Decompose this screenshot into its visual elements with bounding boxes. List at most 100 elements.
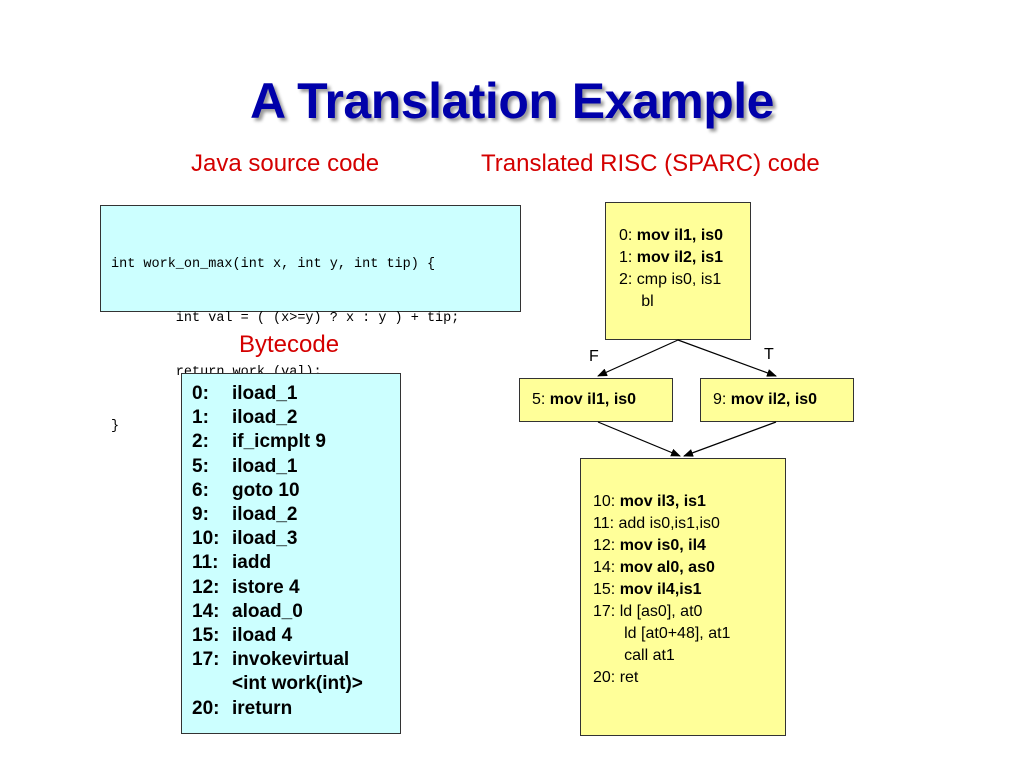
sparc-instruction-row: bl <box>619 291 750 313</box>
sparc-instruction-row: 0: mov il1, is0 <box>619 225 750 247</box>
bytecode-offset: 5: <box>192 455 209 477</box>
bytecode-row: 1: iload_2 <box>192 406 400 430</box>
sparc-instruction: mov il1, is0 <box>549 391 637 408</box>
bytecode-offset: 17: <box>192 649 220 671</box>
bytecode-offset: 12: <box>192 576 220 598</box>
bytecode-instruction: iload_3 <box>232 528 298 550</box>
bytecode-instruction: istore 4 <box>232 576 300 598</box>
java-line: int work_on_max(int x, int y, int tip) { <box>111 257 436 272</box>
bytecode-row: <int work(int)> <box>192 672 400 696</box>
sparc-instruction: call at1 <box>624 647 675 664</box>
sparc-instruction: add is0,is1,is0 <box>618 515 720 532</box>
bytecode-offset: 9: <box>192 504 209 526</box>
sparc-instruction-row: 1: mov il2, is1 <box>619 247 750 269</box>
bytecode-offset: 6: <box>192 479 209 501</box>
bytecode-row: 20: ireturn <box>192 697 400 721</box>
bytecode-row: 10: iload_3 <box>192 527 400 551</box>
arrow-to-block-9 <box>677 339 777 377</box>
sparc-instruction-row: 2: cmp is0, is1 <box>619 269 750 291</box>
sparc-label: 17: <box>593 603 620 620</box>
sparc-label: 11: <box>593 515 619 532</box>
bytecode-offset: 11: <box>192 552 219 574</box>
bytecode-instruction: iload_1 <box>232 383 298 404</box>
sparc-instruction-row: 12: mov is0, il4 <box>593 535 785 557</box>
sparc-instruction-row: 20: ret <box>593 667 785 689</box>
sparc-instruction: mov il3, is1 <box>619 493 706 510</box>
sparc-block-9: 9: mov il2, is0 <box>700 378 854 422</box>
sparc-instruction: ret <box>619 669 639 686</box>
true-branch-label: T <box>764 346 774 363</box>
sparc-instruction: ld [as0], at0 <box>619 603 703 620</box>
bytecode-box: 0: iload_1 1: iload_2 2: if_icmplt 9 5: iload_1… <box>181 373 401 734</box>
sparc-instruction: mov il4,is1 <box>619 581 702 598</box>
bytecode-instruction: goto 10 <box>232 479 300 501</box>
sparc-instruction: bl <box>641 293 654 310</box>
sparc-label: 14: <box>593 559 620 576</box>
sparc-label: 12: <box>593 537 620 554</box>
sparc-instruction-row: ld [at0+48], at1 <box>593 623 785 645</box>
sparc-block-5: 5: mov il1, is0 <box>519 378 673 422</box>
bytecode-row: 9: iload_2 <box>192 503 400 527</box>
sparc-label: 15: <box>593 581 620 598</box>
bytecode-instruction: iadd <box>232 552 272 574</box>
arrow-9-to-block-10 <box>683 421 777 457</box>
bytecode-instruction: if_icmplt 9 <box>232 431 326 453</box>
java-line: int val = ( (x>=y) ? x : y ) + tip; <box>111 311 460 326</box>
bytecode-instruction: ireturn <box>232 697 293 719</box>
bytecode-row: 17: invokevirtual <box>192 648 400 672</box>
java-line: } <box>111 419 120 434</box>
sparc-instruction-row: 14: mov al0, as0 <box>593 557 785 579</box>
sparc-label: 0: <box>619 227 637 244</box>
bytecode-offset: 10: <box>192 528 220 550</box>
bytecode-row: 15: iload 4 <box>192 624 400 648</box>
bytecode-instruction: iload_1 <box>232 455 298 477</box>
sparc-instruction-row: 5: mov il1, is0 <box>532 389 672 411</box>
bytecode-row: 14: aload_0 <box>192 600 400 624</box>
bytecode-instruction: <int work(int)> <box>232 673 363 695</box>
sparc-instruction: mov is0, il4 <box>619 537 706 554</box>
sparc-instruction-row: 11: add is0,is1,is0 <box>593 513 785 535</box>
sparc-instruction: ld [at0+48], at1 <box>624 625 731 642</box>
bytecode-heading: Bytecode <box>239 331 340 358</box>
sparc-instruction-row: 9: mov il2, is0 <box>713 389 853 411</box>
sparc-label: 20: <box>593 669 620 686</box>
bytecode-offset: 1: <box>192 407 209 429</box>
bytecode-instruction: aload_0 <box>232 600 303 622</box>
sparc-instruction-row: 17: ld [as0], at0 <box>593 601 785 623</box>
sparc-instruction: mov il2, is0 <box>730 391 818 408</box>
bytecode-instruction: invokevirtual <box>232 649 350 671</box>
sparc-instruction-row: 10: mov il3, is1 <box>593 491 785 513</box>
sparc-label: 1: <box>619 249 637 266</box>
bytecode-instruction: iload 4 <box>232 625 293 647</box>
bytecode-row: 6: goto 10 <box>192 479 400 503</box>
bytecode-offset: 20: <box>192 697 220 719</box>
bytecode-instruction: iload_2 <box>232 504 298 526</box>
risc-code-heading: Translated RISC (SPARC) code <box>481 150 820 177</box>
bytecode-offset: 14: <box>192 600 220 622</box>
bytecode-offset: 0: <box>192 383 209 404</box>
sparc-instruction-row: 15: mov il4,is1 <box>593 579 785 601</box>
sparc-instruction: mov il2, is1 <box>636 249 724 266</box>
bytecode-row: 2: if_icmplt 9 <box>192 430 400 454</box>
sparc-label: 5: <box>532 391 550 408</box>
sparc-label: 9: <box>713 391 731 408</box>
false-branch-label: F <box>589 348 599 365</box>
arrow-5-to-block-10 <box>597 421 681 457</box>
bytecode-row: 5: iload_1 <box>192 455 400 479</box>
arrow-to-block-5 <box>597 339 679 377</box>
java-source-heading: Java source code <box>191 150 380 177</box>
sparc-instruction: cmp is0, is1 <box>636 271 722 288</box>
sparc-instruction: mov al0, as0 <box>619 559 715 576</box>
bytecode-row: 0: iload_1 <box>192 382 400 406</box>
bytecode-offset: 15: <box>192 625 220 647</box>
sparc-label: 2: <box>619 271 637 288</box>
slide-title: A Translation Example <box>250 73 774 129</box>
bytecode-row: 11: iadd <box>192 551 400 575</box>
bytecode-instruction: iload_2 <box>232 407 298 429</box>
bytecode-offset: 2: <box>192 431 209 453</box>
bytecode-row: 12: istore 4 <box>192 576 400 600</box>
sparc-instruction-row: call at1 <box>593 645 785 667</box>
